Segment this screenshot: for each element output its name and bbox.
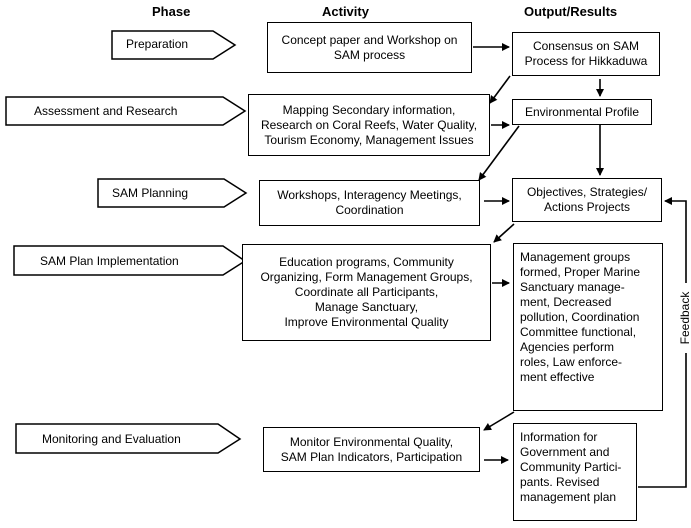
arrow-objectives-to-education [493, 223, 515, 243]
phase-label-implementation: SAM Plan Implementation [40, 254, 179, 268]
phase-arrow-implementation [13, 245, 247, 276]
activity-header: Activity [322, 4, 369, 19]
output-text-line: Community Partici- [520, 460, 622, 474]
output-box-objectives: Objectives, Strategies/ Actions Projects [512, 178, 662, 222]
output-text-line: pollution, Coordination [520, 310, 640, 324]
arrow-management-to-monitor [483, 411, 515, 431]
output-text-line: Information for [520, 430, 598, 444]
phase-label-preparation: Preparation [126, 37, 189, 51]
activity-box-workshops: Workshops, Interagency Meetings, Coordin… [259, 180, 480, 226]
activity-text-line: SAM Plan Indicators, Participation [280, 449, 463, 464]
phase-label-assessment: Assessment and Research [34, 104, 178, 118]
output-text-line: formed, Proper Marine [520, 265, 641, 279]
activity-text-line: Tourism Economy, Management Issues [264, 132, 474, 147]
output-text-line: management plan [520, 490, 617, 504]
phase-arrow-sam-planning [97, 178, 248, 208]
activity-text-line: Workshops, Interagency Meetings, [277, 188, 462, 202]
activity-text-line: SAM process [333, 47, 406, 62]
activity-text-line: Improve Environmental Quality [284, 315, 449, 329]
activity-box-education: Education programs, Community Organizing… [242, 244, 491, 341]
phase-arrow-monitoring [15, 423, 242, 454]
output-text-line: Committee functional, [520, 325, 637, 339]
output-text-line: ment, Decreased [520, 295, 612, 309]
output-text-line: Actions Projects [543, 200, 631, 214]
activity-text-line: Coordinate all Participants, [294, 285, 439, 299]
output-box-consensus: Consensus on SAM Process for Hikkaduwa [512, 32, 660, 76]
activity-text-line: Mapping Secondary information, [282, 102, 456, 117]
phase-label-monitoring: Monitoring and Evaluation [42, 432, 181, 446]
output-text-line: Government and [520, 445, 610, 459]
output-text-line: Consensus on SAM [532, 39, 640, 53]
output-box-information: Information for Government and Community… [513, 423, 637, 521]
output-header: Output/Results [524, 4, 618, 19]
output-box-management-groups: Management groups formed, Proper Marine … [513, 243, 663, 411]
activity-text-line: Monitor Environmental Quality, [289, 434, 454, 449]
activity-box-concept: Concept paper and Workshop on SAM proces… [267, 22, 472, 73]
output-text-line: Agencies perform [520, 340, 615, 354]
phase-arrow-assessment [5, 96, 247, 126]
output-text-line: pants. Revised [520, 475, 600, 489]
output-text-line: Management groups [520, 250, 631, 264]
phase-header: Phase [152, 4, 191, 19]
output-text-line: ment effective [520, 370, 595, 384]
output-text-line: Objectives, Strategies/ [526, 185, 648, 199]
activity-box-mapping: Mapping Secondary information, Research … [248, 94, 490, 156]
activity-box-monitor: Monitor Environmental Quality, SAM Plan … [263, 427, 480, 472]
activity-text-line: Manage Sanctuary, [314, 300, 419, 314]
activity-text-line: Research on Coral Reefs, Water Quality, [260, 117, 478, 132]
output-text-line: Process for Hikkaduwa [524, 54, 648, 68]
arrow-profile-to-workshops [478, 125, 520, 181]
output-text-line: Sanctuary manage- [520, 280, 625, 294]
output-text-line: Environmental Profile [524, 104, 640, 119]
activity-text-line: Organizing, Form Management Groups, [260, 270, 473, 284]
activity-text-line: Education programs, Community [279, 255, 454, 269]
activity-text-line: Concept paper and Workshop on [281, 32, 458, 47]
phase-label-sam-planning: SAM Planning [112, 186, 189, 200]
output-box-environmental-profile: Environmental Profile [512, 99, 652, 125]
output-text-line: roles, Law enforce- [520, 355, 623, 369]
arrow-consensus-to-mapping [489, 75, 511, 104]
activity-text-line: Coordination [335, 203, 404, 217]
phase-arrow-preparation [111, 30, 237, 60]
feedback-label: Feedback [678, 283, 691, 353]
